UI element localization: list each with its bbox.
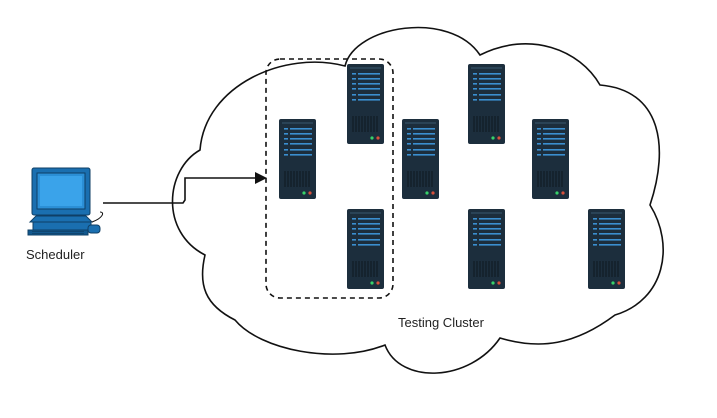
server-icon: [467, 63, 506, 145]
cloud-icon: [171, 26, 664, 374]
arrow-head: [255, 172, 267, 184]
scheduler-label: Scheduler: [26, 247, 85, 262]
cluster-label: Testing Cluster: [398, 315, 485, 330]
server-icon: [278, 118, 317, 200]
server-icon: [587, 208, 626, 290]
server-icon: [401, 118, 440, 200]
scheduler-to-cluster-arrow: [103, 177, 258, 204]
computer-icon: [27, 167, 104, 236]
server-icon: [467, 208, 506, 290]
server-icon: [346, 208, 385, 290]
server-icon: [531, 118, 570, 200]
server-icon: [346, 63, 385, 145]
